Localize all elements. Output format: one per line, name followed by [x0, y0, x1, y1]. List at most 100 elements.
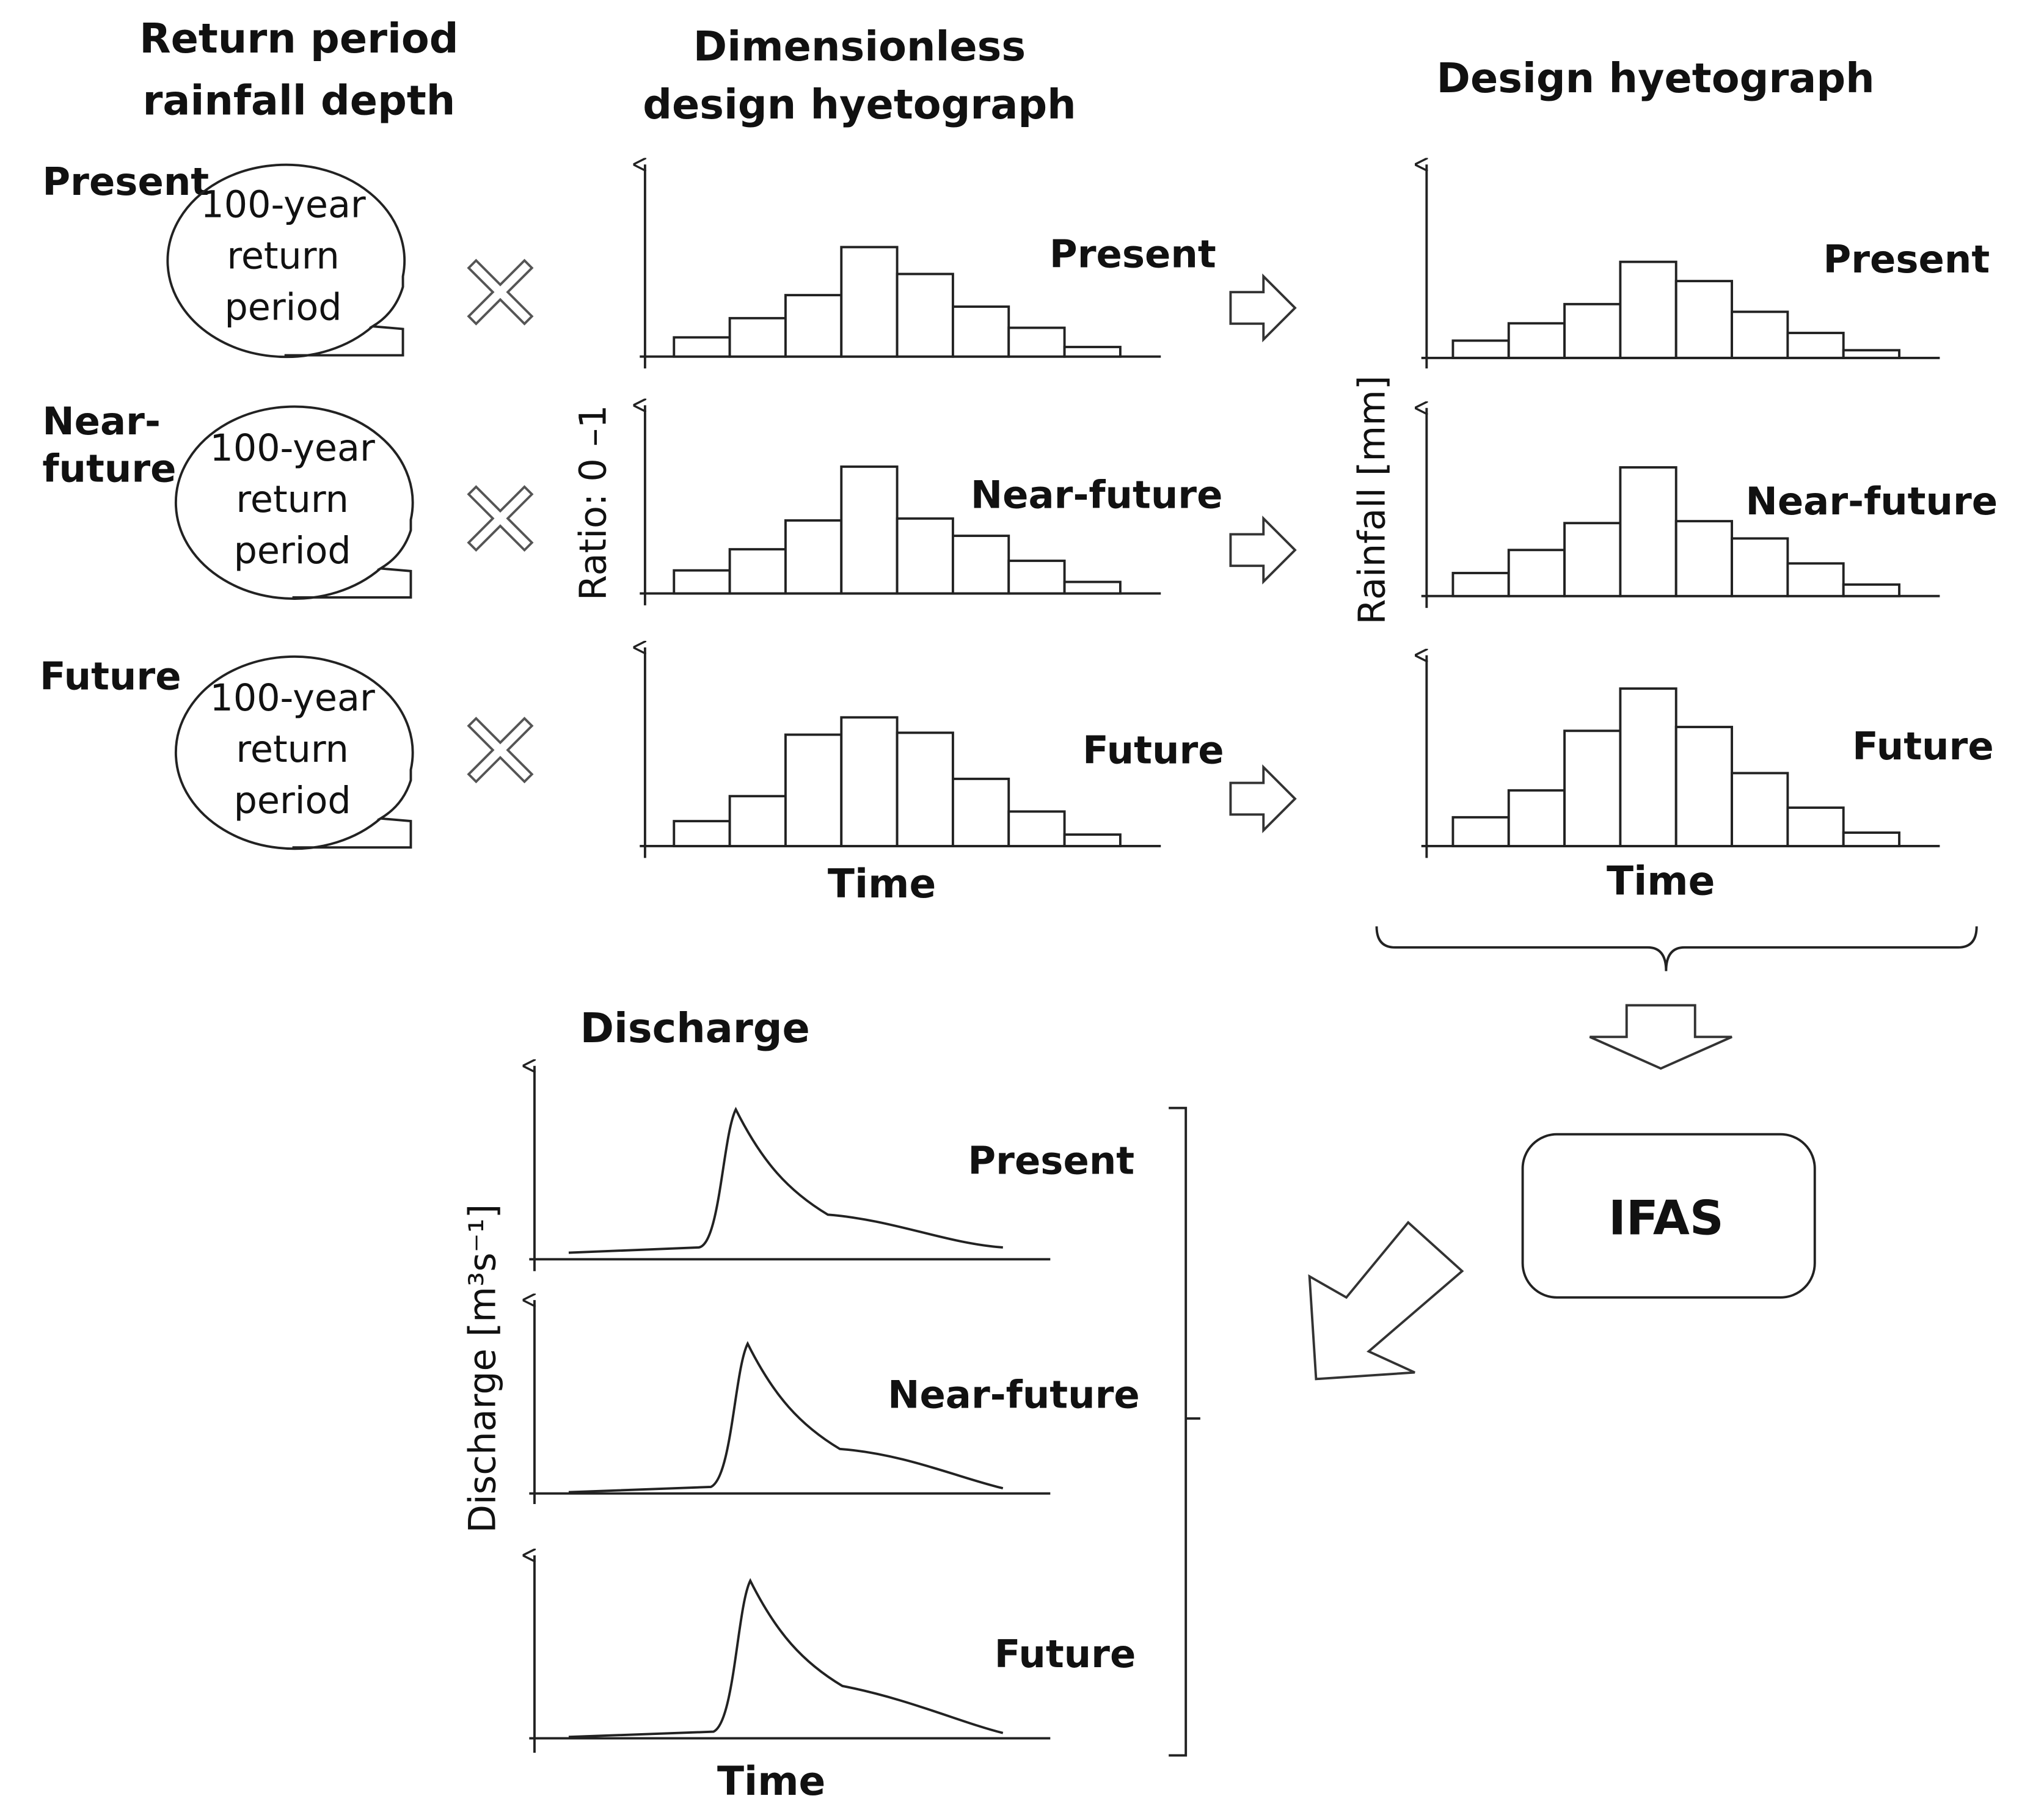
discharge-label-present: Present: [968, 1138, 1134, 1183]
rainfall-bubble-near-future: 100-year return period: [174, 405, 414, 600]
horizontal-brace: [1375, 926, 1978, 971]
bubble-text-line2: return: [236, 728, 348, 771]
dimensionless-bars: [673, 246, 1122, 847]
bar-present-2: [1507, 322, 1566, 359]
axis-label-ratio: Ratio: 0 –1: [572, 405, 615, 601]
scenario-label-future: Future: [40, 654, 181, 699]
scenario-label-near-future-line1: Near-: [42, 399, 161, 444]
ifas-model-box: IFAS: [1521, 1133, 1816, 1299]
bar-near-future-7: [1786, 562, 1845, 597]
bar-present-6: [1731, 310, 1789, 359]
bar-future-2: [728, 795, 787, 847]
design-label-present: Present: [1823, 237, 1990, 282]
bar-present-4: [840, 246, 899, 358]
discharge-title: Discharge: [580, 1004, 810, 1052]
time-label-design: Time: [1607, 859, 1715, 905]
multiply-icon: [467, 258, 534, 326]
multiply-icon: [467, 485, 534, 552]
bar-near-future-1: [673, 569, 731, 595]
bar-future-6: [1731, 772, 1789, 847]
right-arrow-icon: [1229, 273, 1297, 343]
design-label-near-future: Near-future: [1746, 479, 1998, 524]
discharge-axes: [529, 1066, 1051, 1753]
bubble-text-line1: 100-year: [210, 677, 375, 720]
axis-label-discharge: Discharge [m³s⁻¹]: [461, 1204, 504, 1533]
bar-future-7: [1007, 810, 1066, 847]
bubble-text-line2: return: [236, 478, 348, 521]
bar-present-1: [1451, 339, 1510, 359]
bar-near-future-6: [951, 535, 1010, 595]
bar-present-7: [1007, 326, 1066, 358]
bar-future-1: [673, 820, 731, 847]
dimless-label-near-future: Near-future: [971, 472, 1223, 517]
bar-future-4: [840, 716, 899, 847]
bubble-text-line2: return: [227, 235, 339, 277]
dimless-label-present: Present: [1049, 232, 1216, 276]
speech-bubble-icon: [166, 163, 406, 359]
rainfall-bubble-present: 100-year return period: [166, 163, 406, 359]
bar-future-8: [1063, 833, 1122, 847]
axis-label-rainfall: Rainfall [mm]: [1351, 376, 1393, 625]
bubble-text-line3: period: [234, 780, 351, 822]
bar-present-3: [1563, 302, 1622, 359]
bar-near-future-8: [1063, 580, 1122, 595]
bar-present-5: [1674, 280, 1733, 359]
right-arrow-icon: [1229, 515, 1297, 585]
hydrograph-present: [568, 1106, 1003, 1254]
bubble-text-line3: period: [234, 530, 351, 572]
bar-future-8: [1842, 831, 1900, 847]
ifas-label: IFAS: [1608, 1191, 1724, 1246]
hydrograph-future: [568, 1578, 1004, 1739]
bar-near-future-5: [1674, 520, 1733, 597]
bar-present-8: [1842, 349, 1900, 359]
bar-present-7: [1786, 332, 1845, 359]
bar-future-7: [1786, 806, 1845, 847]
bar-future-2: [1507, 789, 1566, 847]
design-bars: [1451, 260, 1900, 847]
bar-future-1: [1451, 816, 1510, 847]
bar-present-5: [896, 272, 954, 358]
header-dimensionless-line2: design hyetograph: [643, 81, 1076, 128]
bar-near-future-2: [728, 548, 787, 595]
speech-bubble-icon: [174, 655, 414, 850]
bar-present-4: [1619, 260, 1677, 359]
right-bracket: [1169, 1106, 1200, 1757]
discharge-label-future: Future: [995, 1632, 1136, 1676]
header-dimensionless-line1: Dimensionless: [693, 23, 1026, 70]
bubble-text-line1: 100-year: [200, 183, 366, 226]
bar-near-future-5: [896, 517, 954, 595]
down-arrow-icon: [1589, 1004, 1732, 1070]
bar-near-future-3: [784, 519, 843, 595]
bar-near-future-7: [1007, 560, 1066, 595]
bar-future-5: [896, 731, 954, 847]
bar-near-future-4: [840, 465, 899, 595]
right-arrow-icon: [1229, 764, 1297, 833]
header-rainfall-depth-line2: rainfall depth: [142, 76, 455, 124]
multiply-icon: [467, 717, 534, 784]
bar-future-4: [1619, 687, 1677, 847]
header-rainfall-depth-line1: Return period: [139, 15, 458, 62]
bar-near-future-1: [1451, 572, 1510, 597]
discharge-curves: [568, 1106, 1004, 1739]
discharge-label-near-future: Near-future: [888, 1373, 1140, 1417]
speech-bubble-icon: [174, 405, 414, 600]
bar-present-3: [784, 294, 843, 358]
bar-future-5: [1674, 726, 1733, 847]
hydrograph-near-future: [568, 1341, 1004, 1494]
dimless-label-future: Future: [1082, 728, 1224, 772]
bar-near-future-6: [1731, 537, 1789, 597]
scenario-label-near-future-line2: future: [42, 446, 176, 491]
bubble-text-line3: period: [225, 286, 342, 329]
time-label-discharge: Time: [717, 1759, 825, 1805]
bar-present-8: [1063, 346, 1122, 358]
bar-future-3: [784, 733, 843, 847]
bar-near-future-3: [1563, 522, 1622, 597]
scenario-label-present: Present: [42, 159, 209, 204]
time-label-dimensionless: Time: [828, 861, 936, 907]
bar-near-future-2: [1507, 549, 1566, 597]
bar-present-1: [673, 336, 731, 358]
bar-present-2: [728, 316, 787, 358]
rainfall-bubble-future: 100-year return period: [174, 655, 414, 850]
diagonal-arrow-icon: [1308, 1221, 1464, 1381]
